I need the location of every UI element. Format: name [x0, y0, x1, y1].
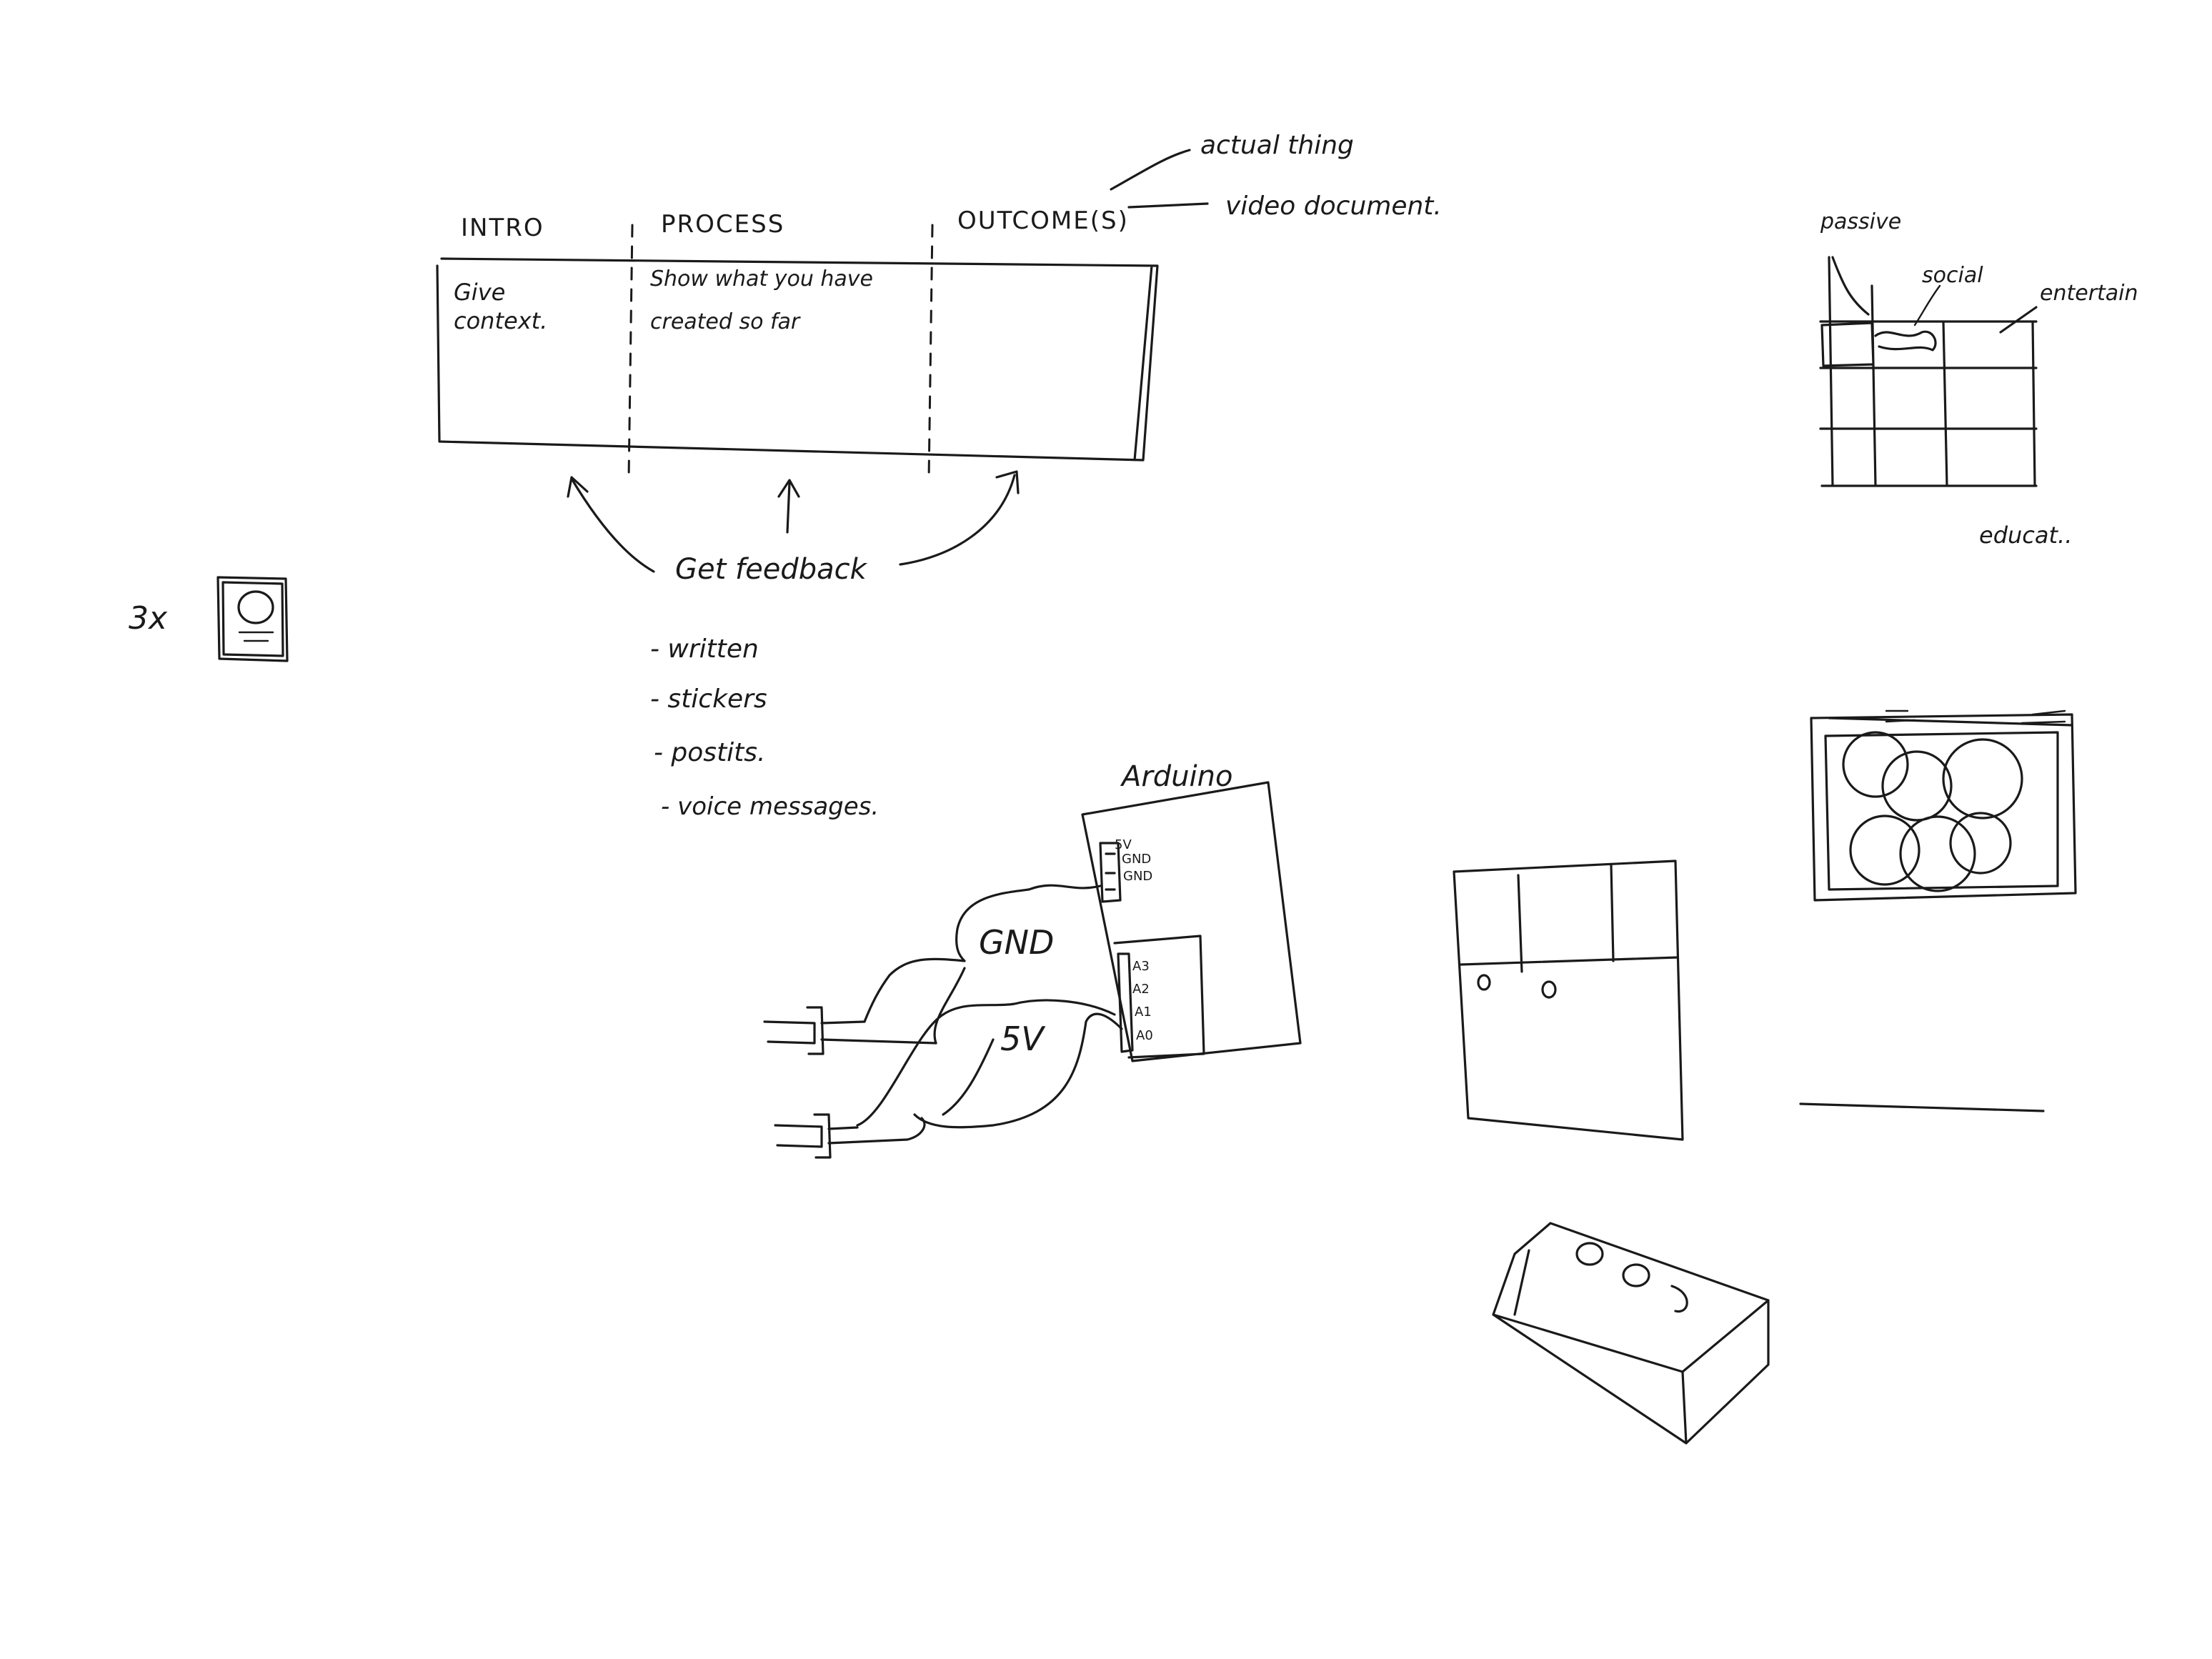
arduino-power-header	[1099, 842, 1122, 903]
box-button-2	[1622, 1263, 1650, 1287]
feedback-item-postits: - postits.	[654, 738, 766, 767]
feedback-arrowhead-middle	[777, 479, 800, 498]
panel-sketch	[1453, 860, 1684, 1141]
timeline-header-outcomes: OUTCOME(S)	[957, 206, 1129, 235]
feedback-arrow-middle	[786, 481, 791, 534]
arduino-analog-header	[1117, 952, 1134, 1053]
wires	[856, 884, 1123, 1129]
box-button-1	[1575, 1242, 1604, 1266]
device-lines-icon	[238, 631, 274, 642]
arduino-pin-a2: A2	[1132, 982, 1150, 997]
box-button-3	[1670, 1285, 1688, 1313]
feedback-label: Get feedback	[675, 553, 868, 586]
outcome-connector-2	[1127, 202, 1209, 209]
box-3d-outline	[1492, 1222, 1770, 1445]
outcome-note-actual: actual thing	[1200, 131, 1354, 160]
feedback-item-stickers: - stickers	[650, 684, 767, 714]
arduino-pin-a3: A3	[1132, 959, 1150, 974]
arduino-sketch: Arduino 5V GND GND A3 A2 A1 A0 GND 5V	[763, 760, 1302, 1159]
feedback-arrow-right	[899, 474, 1016, 566]
device-sketch: 3x	[129, 576, 289, 662]
matrix-grid	[1819, 256, 2038, 487]
feedback-item-written: - written	[650, 634, 759, 664]
device-body	[216, 576, 289, 662]
matrix-sketch: passive social entertain educat..	[1819, 209, 2138, 549]
circles-box	[1810, 713, 2077, 902]
outcome-note-video: video document.	[1225, 191, 1442, 221]
timeline-box	[436, 257, 1159, 462]
device-multiplier: 3x	[129, 600, 168, 637]
circles-cluster	[1842, 731, 2023, 892]
matrix-label-educat: educat..	[1979, 522, 2072, 549]
arduino-pin-gnd-1: GND	[1122, 852, 1151, 867]
underline-stroke	[1799, 1102, 2045, 1112]
arduino-title: Arduino	[1120, 760, 1233, 793]
feedback-arrowhead-right	[995, 470, 1020, 494]
matrix-label-social: social	[1922, 263, 1983, 288]
sensor-1	[763, 1006, 937, 1055]
arduino-pin-5v: 5V	[1115, 837, 1132, 852]
timeline-header-process: PROCESS	[661, 210, 784, 239]
timeline-divider-2	[927, 224, 934, 480]
sensor-2	[774, 1113, 926, 1159]
feedback-item-voice: - voice messages.	[661, 792, 879, 821]
circles-sketch	[1810, 709, 2077, 902]
v5-label: 5V	[1000, 1020, 1046, 1058]
box-3d-sketch	[1492, 1222, 1770, 1445]
intro-text-line-1: Give	[454, 279, 505, 306]
feedback: Get feedback - written - stickers - post…	[567, 470, 1020, 821]
arduino-pin-a1: A1	[1135, 1005, 1152, 1020]
outcome-connector-1	[1110, 149, 1191, 191]
matrix-label-entertain: entertain	[2040, 281, 2138, 306]
matrix-social-pointer	[1913, 284, 1941, 327]
timeline-divider-1	[627, 224, 634, 480]
arduino-pin-gnd-2: GND	[1123, 869, 1152, 884]
circles-marks	[1885, 709, 2066, 724]
process-text-line-1: Show what you have	[650, 266, 873, 292]
gnd-label: GND	[979, 923, 1054, 962]
device-dial-icon	[237, 590, 274, 624]
matrix-scribble	[1874, 330, 1937, 352]
process-text-line-2: created so far	[650, 309, 801, 334]
panel-hole-right	[1541, 980, 1557, 999]
arduino-board	[1081, 781, 1302, 1062]
intro-text-line-2: context.	[454, 307, 547, 334]
feedback-arrowhead-left	[567, 476, 589, 498]
matrix-label-passive: passive	[1820, 209, 1901, 234]
panel-hole-left	[1477, 974, 1491, 991]
timeline-header-intro: INTRO	[461, 214, 544, 242]
arduino-pin-a0: A0	[1136, 1028, 1153, 1043]
feedback-arrow-left	[570, 477, 655, 573]
timeline: INTRO PROCESS OUTCOME(S) Give context. S…	[436, 131, 1442, 480]
panel-outline	[1453, 860, 1684, 1141]
